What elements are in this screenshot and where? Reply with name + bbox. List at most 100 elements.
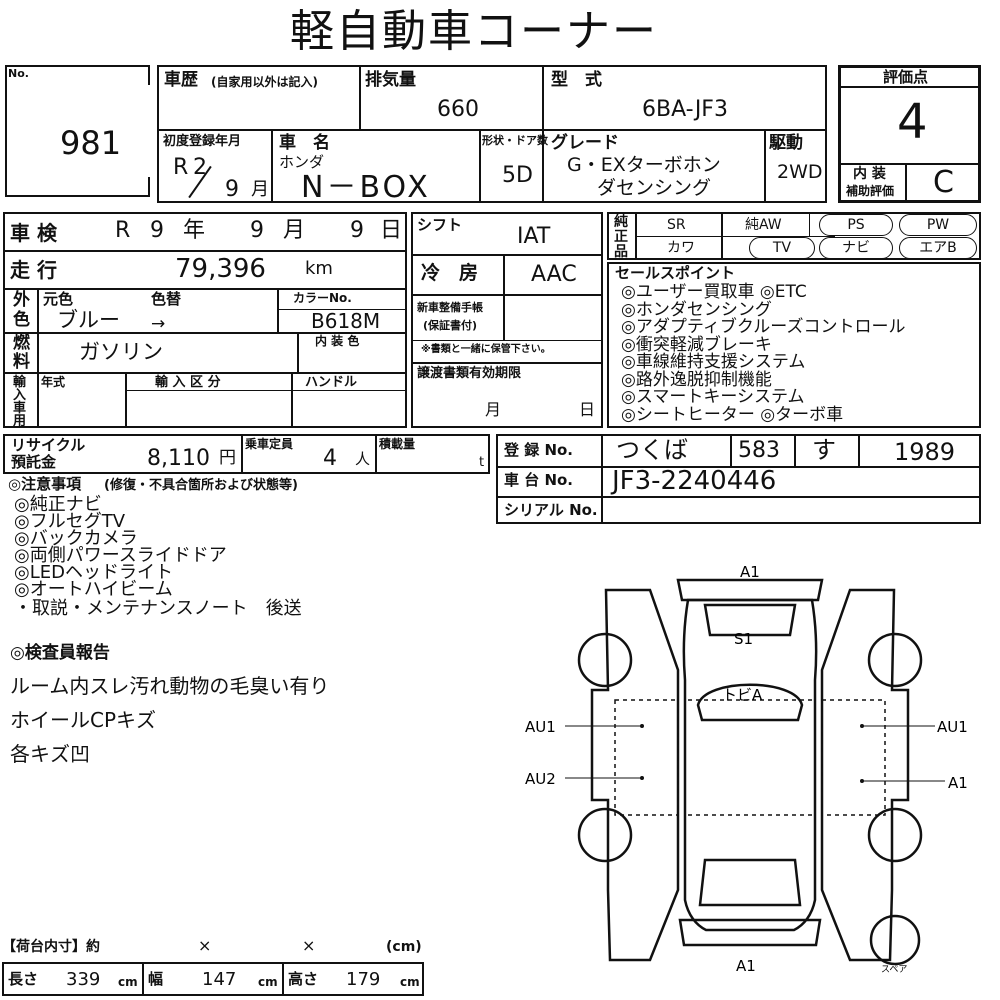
color-arrow: → <box>151 314 166 334</box>
note-item: ◎オートハイビーム <box>14 579 173 600</box>
capacity-label: 乗車定員 <box>245 437 294 451</box>
rear-window-outline <box>698 858 802 907</box>
equip-side-2: 正 <box>614 229 628 245</box>
label-spare: スペア <box>881 965 907 975</box>
note-item: ・取説・メンテナンスノート 後送 <box>14 598 302 619</box>
wheel-rear-right <box>867 807 923 863</box>
lot-number: 981 <box>60 124 122 162</box>
first-reg-month-unit: 月 <box>251 179 269 200</box>
notes-list: ◎純正ナビ ◎フルセグTV ◎バックカメラ ◎両側パワースライドドア ◎LEDヘ… <box>14 496 302 620</box>
cargo-x1: × <box>198 936 212 955</box>
right-side-outline <box>820 588 910 962</box>
equip-ps: PS <box>819 214 893 236</box>
interior-label: 内 装 <box>853 166 886 182</box>
note-item: ◎バックカメラ <box>14 528 138 549</box>
wheel-front-right <box>867 632 923 688</box>
spare-tire <box>869 914 921 966</box>
inspection-day: 9 <box>350 218 364 243</box>
inspector-item: ルーム内スレ汚れ動物の毛臭い有り <box>10 674 330 698</box>
inspection-month-unit: 月 <box>283 218 306 243</box>
left-side-outline <box>590 588 680 962</box>
grade-label: グレード <box>551 133 619 153</box>
cargo-length-label: 長さ <box>8 970 39 988</box>
color-side-2: 色 <box>13 310 30 330</box>
label-front: A1 <box>740 563 760 581</box>
inspector-label: ◎検査員報告 <box>10 643 110 663</box>
name-maker: ホンダ <box>279 153 325 171</box>
sales-point-item: ◎ホンダセンシング <box>621 299 772 320</box>
capacity-unit: 人 <box>355 450 371 468</box>
equip-navi: ナビ <box>819 237 893 259</box>
recycle-row: リサイクル 預託金 8,110 円 乗車定員 4 人 積載量 t <box>3 434 490 474</box>
cargo-height: 179 <box>346 969 381 990</box>
color-orig-label: 元色 <box>43 290 74 308</box>
manual-note: ※書類と一緒に保管下さい。 <box>421 344 551 355</box>
notes-label: ◎注意事項 <box>8 475 82 493</box>
registration-label: 登 録 No. <box>504 441 574 459</box>
serial-label: シリアル No. <box>504 501 598 519</box>
color-code: B618M <box>311 309 381 333</box>
equip-sr: SR <box>667 217 686 233</box>
note-item: ◎両側パワースライドドア <box>14 545 227 566</box>
registration-number: 1989 <box>894 438 956 466</box>
inspector-item: 各キズ凹 <box>10 742 90 766</box>
equipment-block: 純 正 品 SR 純AW カワ PS PW TV ナビ エアB <box>607 212 981 260</box>
import-side-label: 輸入車用 <box>13 375 27 429</box>
transfer-month: 月 <box>485 400 502 419</box>
cargo-width-label: 幅 <box>148 970 164 988</box>
recycle-unit: 円 <box>219 448 236 468</box>
cargo-length: 339 <box>66 969 101 990</box>
mileage-unit: km <box>305 258 333 279</box>
inspection-month: 9 <box>250 218 264 243</box>
interior-label2: 補助評価 <box>846 184 895 198</box>
notes-sub: (修復・不具合箇所および状態等) <box>104 478 298 493</box>
note-item: ◎LEDヘッドライト <box>14 562 173 583</box>
recycle-value: 8,110 <box>147 446 210 471</box>
label-left-front: AU1 <box>525 718 556 736</box>
cargo-unit: (cm) <box>386 939 422 955</box>
manual-label-2: (保証書付) <box>423 319 478 332</box>
registration-block: 登 録 No. つくば 583 す 1989 車 台 No. JF3-22404… <box>496 434 981 524</box>
equip-tv: TV <box>749 237 815 259</box>
inspection-year: 9 <box>150 218 164 243</box>
sales-points-box: セールスポイント ◎ユーザー買取車 ◎ETC ◎ホンダセンシング ◎アダプティブ… <box>607 262 981 428</box>
model-value: 6BA-JF3 <box>642 97 728 122</box>
fuel-side-2: 料 <box>13 352 30 372</box>
equip-kawa: カワ <box>667 240 695 256</box>
history-note: (自家用以外は記入) <box>211 75 318 89</box>
inspection-era: R <box>115 218 131 243</box>
transfer-day: 日 <box>579 400 596 419</box>
import-handle-label: ハンドル <box>305 375 358 390</box>
label-left-rear: AU2 <box>525 770 556 788</box>
transfer-label: 譲渡書類有効期限 <box>417 366 522 381</box>
inspection-label: 車 検 <box>10 221 57 245</box>
chassis-value: JF3-2240446 <box>612 466 777 496</box>
mileage-label: 走 行 <box>10 258 57 282</box>
grade-line2: ダセンシング <box>597 177 712 199</box>
name-value: N－BOX <box>301 170 431 205</box>
rear-bumper-outline <box>678 918 822 947</box>
rating-box: 評価点 4 内 装 補助評価 C <box>838 65 981 203</box>
wheel-front-left <box>577 632 633 688</box>
registration-class: 583 <box>738 438 780 463</box>
equip-pw: PW <box>899 214 977 236</box>
sales-point-item: ◎シートヒーター ◎ターボ車 <box>621 404 844 425</box>
model-label: 型 式 <box>551 70 602 90</box>
equip-airbag: エアB <box>899 237 977 259</box>
interior-color-label: 内 装 色 <box>315 334 360 348</box>
recycle-label-2: 預託金 <box>11 453 57 471</box>
chassis-label: 車 台 No. <box>504 471 574 489</box>
sales-point-item: ◎車線維持支援システム <box>621 352 806 372</box>
rating-value: 4 <box>897 94 928 150</box>
cargo-width: 147 <box>202 969 237 990</box>
color-code-label: カラーNo. <box>293 291 352 305</box>
sales-point-item: ◎衝突軽減ブレーキ <box>621 334 772 355</box>
body-outline <box>682 598 818 932</box>
sales-point-item: ◎路外逸脱抑制機能 <box>621 369 772 390</box>
cargo-label: 【荷台内寸】約 <box>2 939 100 955</box>
rating-label: 評価点 <box>883 68 929 86</box>
page-title: 軽自動車コーナー <box>290 6 658 57</box>
sales-point-item: ◎ユーザー買取車 ◎ETC <box>621 282 807 302</box>
inspection-day-unit: 日 <box>380 218 403 243</box>
cargo-height-unit: cm <box>400 975 420 989</box>
